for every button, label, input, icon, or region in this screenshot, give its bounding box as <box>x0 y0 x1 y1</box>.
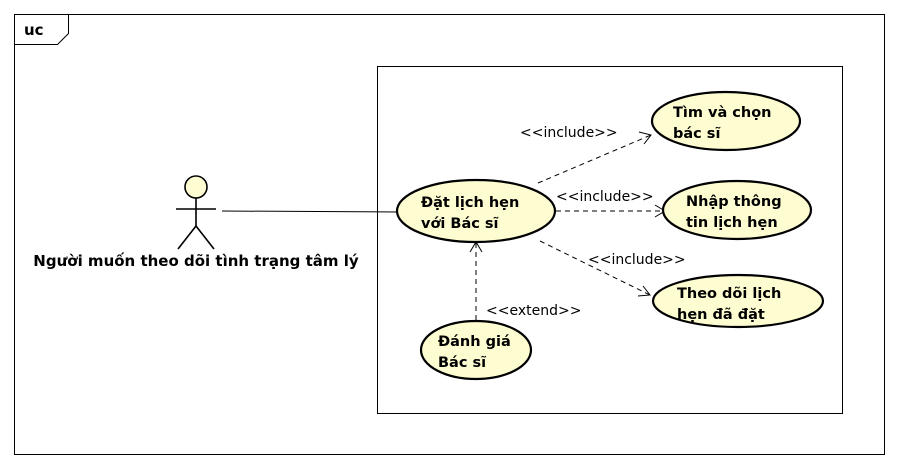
use-case-find-ellipse <box>650 90 802 152</box>
use-case-track: Theo dõi lịch hẹn đã đặt <box>651 273 825 329</box>
use-case-find: Tìm và chọn bác sĩ <box>650 90 802 152</box>
include-track-label: <<include>> <box>588 252 686 268</box>
use-case-enter: Nhập thông tin lịch hẹn <box>661 179 813 241</box>
use-case-main-ellipse <box>395 178 557 244</box>
use-case-track-line1: Theo dõi lịch <box>677 286 781 302</box>
use-case-find-line1: Tìm và chọn <box>673 105 772 121</box>
use-case-track-line2: hẹn đã đặt <box>677 307 765 323</box>
association-line <box>221 210 398 213</box>
include-find-label: <<include>> <box>520 125 618 141</box>
use-case-track-ellipse <box>651 273 825 329</box>
actor-label: Người muốn theo dõi tình trạng tâm lý <box>33 251 359 270</box>
use-case-rate-line2: Bác sĩ <box>438 355 486 371</box>
use-case-main-line2: với Bác sĩ <box>421 216 499 232</box>
extend-rate-label: <<extend>> <box>486 303 581 319</box>
diagram-frame <box>14 14 885 455</box>
use-case-enter-line2: tin lịch hẹn <box>686 215 778 231</box>
actor-right-leg <box>195 225 215 250</box>
actor <box>176 175 216 250</box>
use-case-main-line1: Đặt lịch hẹn <box>421 195 519 211</box>
use-case-rate: Đánh giá Bác sĩ <box>419 319 533 381</box>
actor-head <box>184 175 208 199</box>
system-boundary <box>377 66 843 414</box>
frame-tab <box>14 14 69 45</box>
use-case-rate-ellipse <box>419 319 533 381</box>
include-find-arrowhead <box>638 131 652 145</box>
use-case-enter-line1: Nhập thông <box>686 194 782 210</box>
include-track-line <box>539 240 651 296</box>
include-track-arrowhead <box>637 285 651 297</box>
include-find-line <box>537 134 652 184</box>
include-enter-label: <<include>> <box>556 189 654 205</box>
frame-label: uc <box>24 21 44 39</box>
use-case-find-line2: bác sĩ <box>673 126 720 142</box>
actor-left-leg <box>177 225 197 250</box>
use-case-rate-line1: Đánh giá <box>438 334 511 350</box>
use-case-main: Đặt lịch hẹn với Bác sĩ <box>395 178 557 244</box>
use-case-enter-ellipse <box>661 179 813 241</box>
